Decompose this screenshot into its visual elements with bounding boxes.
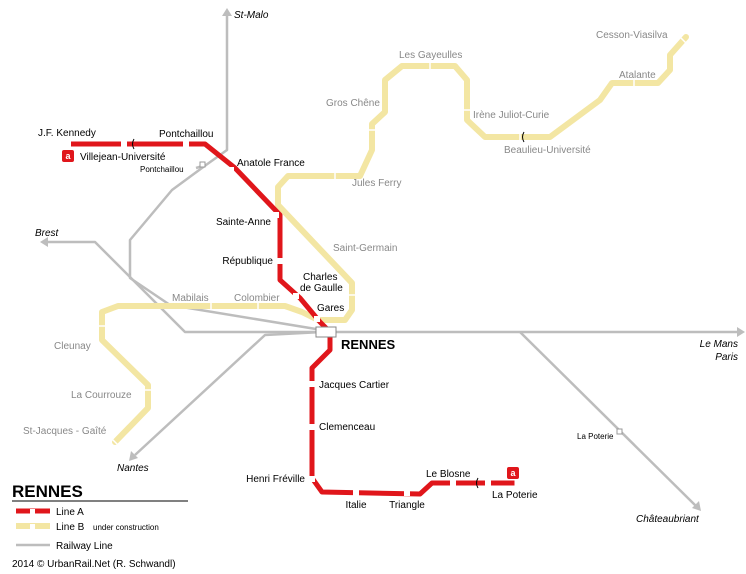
arrow-nantes — [129, 451, 138, 461]
legend-line-a-station — [30, 509, 35, 514]
label-clemenceau: Clemenceau — [319, 422, 375, 433]
station-villejean-universite[interactable] — [121, 141, 127, 147]
label-pontchaillou: Pontchaillou — [159, 129, 213, 140]
terminus-badge-letter: a — [510, 468, 516, 478]
label-rail-la-poterie: La Poterie — [577, 432, 614, 441]
label-rennes: RENNES — [341, 337, 396, 352]
line-a-stations — [65, 141, 491, 496]
legend-title: RENNES — [12, 482, 83, 501]
rail-station-la-poterie-marker[interactable] — [616, 428, 623, 435]
rennes-main-station[interactable] — [315, 326, 337, 338]
station-henri-freville[interactable] — [309, 476, 315, 482]
label-nantes: Nantes — [117, 463, 149, 474]
terminus-badge-box — [507, 467, 519, 479]
station-charles-de-gaulle[interactable] — [293, 293, 299, 299]
station-italie[interactable] — [353, 490, 359, 496]
label-italie: Italie — [345, 500, 367, 511]
label-les-gayeulles: Les Gayeulles — [399, 50, 462, 61]
railway-st-malo — [128, 14, 323, 332]
railway-lines — [48, 14, 738, 508]
legend-line-a-label: Line A — [56, 507, 84, 518]
legend-line-b-label: Line B — [56, 522, 85, 533]
label-chateaubriant: Châteaubriant — [636, 514, 700, 525]
label-colombier: Colombier — [234, 293, 280, 304]
legend-line-b-station — [30, 524, 35, 529]
station-clemenceau[interactable] — [309, 424, 315, 430]
label-republique: République — [222, 256, 273, 267]
label-cesson-viasilva: Cesson-Viasilva — [596, 30, 668, 41]
terminus-badge-villejean: a — [62, 150, 74, 162]
station-jacques-cartier[interactable] — [309, 381, 315, 387]
label-anatole-france: Anatole France — [237, 158, 305, 169]
line-b — [99, 34, 689, 445]
railway-nantes — [134, 330, 323, 456]
line-b-labels: St-Jacques - Gaîté La Courrouze Cleunay … — [23, 30, 668, 437]
legend-railway-label: Railway Line — [56, 541, 113, 552]
label-gros-chene: Gros Chêne — [326, 98, 380, 109]
label-gares: Gares — [317, 303, 344, 314]
label-irene-juliot-curie: Irène Juliot-Curie — [473, 110, 550, 121]
label-paris: Paris — [715, 352, 738, 363]
station-republique[interactable] — [277, 258, 283, 264]
station-pontchaillou[interactable] — [183, 141, 189, 147]
label-atalante: Atalante — [619, 70, 656, 81]
arrow-brest — [40, 237, 48, 247]
label-st-malo: St-Malo — [234, 10, 269, 21]
line-a-labels: J.F. Kennedy Villejean-Université Pontch… — [38, 128, 538, 511]
label-le-blosne: Le Blosne — [426, 469, 471, 480]
label-charles-de-gaulle-text: Charles — [303, 272, 337, 283]
line-a — [65, 141, 515, 497]
station-sainte-anne[interactable] — [273, 212, 279, 218]
arrow-st-malo — [222, 8, 232, 16]
interchange-markers — [132, 131, 525, 489]
label-la-courrouze: La Courrouze — [71, 390, 132, 401]
label-la-poterie: La Poterie — [492, 490, 538, 501]
station-jf-kennedy[interactable] — [65, 141, 71, 147]
line-b-tick — [680, 37, 687, 44]
line-b-station-ticks — [99, 37, 687, 446]
label-rail-pontchaillou: Pontchaillou — [140, 165, 184, 174]
rail-station-pontchaillou-marker[interactable] — [199, 161, 206, 168]
arrow-le-mans — [737, 327, 745, 337]
label-villejean-universite: Villejean-Université — [80, 152, 166, 163]
label-sainte-anne: Sainte-Anne — [216, 217, 271, 228]
terminus-badge-la-poterie: a — [507, 467, 519, 479]
label-saint-germain: Saint-Germain — [333, 243, 397, 254]
rail-labels: St-Malo Brest Nantes Le Mans Paris Châte… — [35, 10, 738, 525]
arrow-chateaubriant — [692, 501, 701, 511]
station-la-poterie[interactable] — [485, 480, 491, 486]
label-mabilais: Mabilais — [172, 293, 209, 304]
label-charles-de-gaulle-line2: de Gaulle — [300, 283, 343, 294]
label-jf-kennedy: J.F. Kennedy — [38, 128, 96, 139]
interchange-pontchaillou — [132, 138, 135, 150]
railway-chateaubriant — [519, 331, 698, 508]
terminus-badge-box — [62, 150, 74, 162]
label-st-jacques-gaite: St-Jacques - Gaîté — [23, 426, 107, 437]
label-cleunay: Cleunay — [54, 341, 91, 352]
line-b-track — [99, 34, 689, 445]
line-b-tick — [111, 438, 119, 446]
interchange-beaulieu — [522, 131, 525, 143]
label-henri-freville: Henri Fréville — [246, 474, 305, 485]
legend: RENNES Line A Line B under construction … — [12, 482, 188, 570]
railway-arrows — [40, 8, 745, 511]
station-le-blosne[interactable] — [450, 480, 456, 486]
label-triangle: Triangle — [389, 500, 425, 511]
line-a-track — [65, 141, 515, 497]
interchange-le-blosne — [476, 477, 479, 489]
label-le-mans: Le Mans — [700, 339, 738, 350]
label-charles-de-gaulle: Charles de Gaulle — [300, 272, 343, 294]
legend-line-b-note: under construction — [93, 523, 159, 532]
station-triangle[interactable] — [404, 490, 410, 496]
terminus-badge-letter: a — [65, 151, 71, 161]
station-gares[interactable] — [314, 316, 320, 322]
label-brest: Brest — [35, 228, 60, 239]
label-jacques-cartier: Jacques Cartier — [319, 380, 390, 391]
station-anatole-france[interactable] — [228, 167, 234, 173]
label-beaulieu-universite: Beaulieu-Université — [504, 145, 591, 156]
copyright: 2014 © UrbanRail.Net (R. Schwandl) — [12, 559, 176, 570]
railway-brest — [48, 240, 322, 334]
label-jules-ferry: Jules Ferry — [352, 178, 401, 189]
